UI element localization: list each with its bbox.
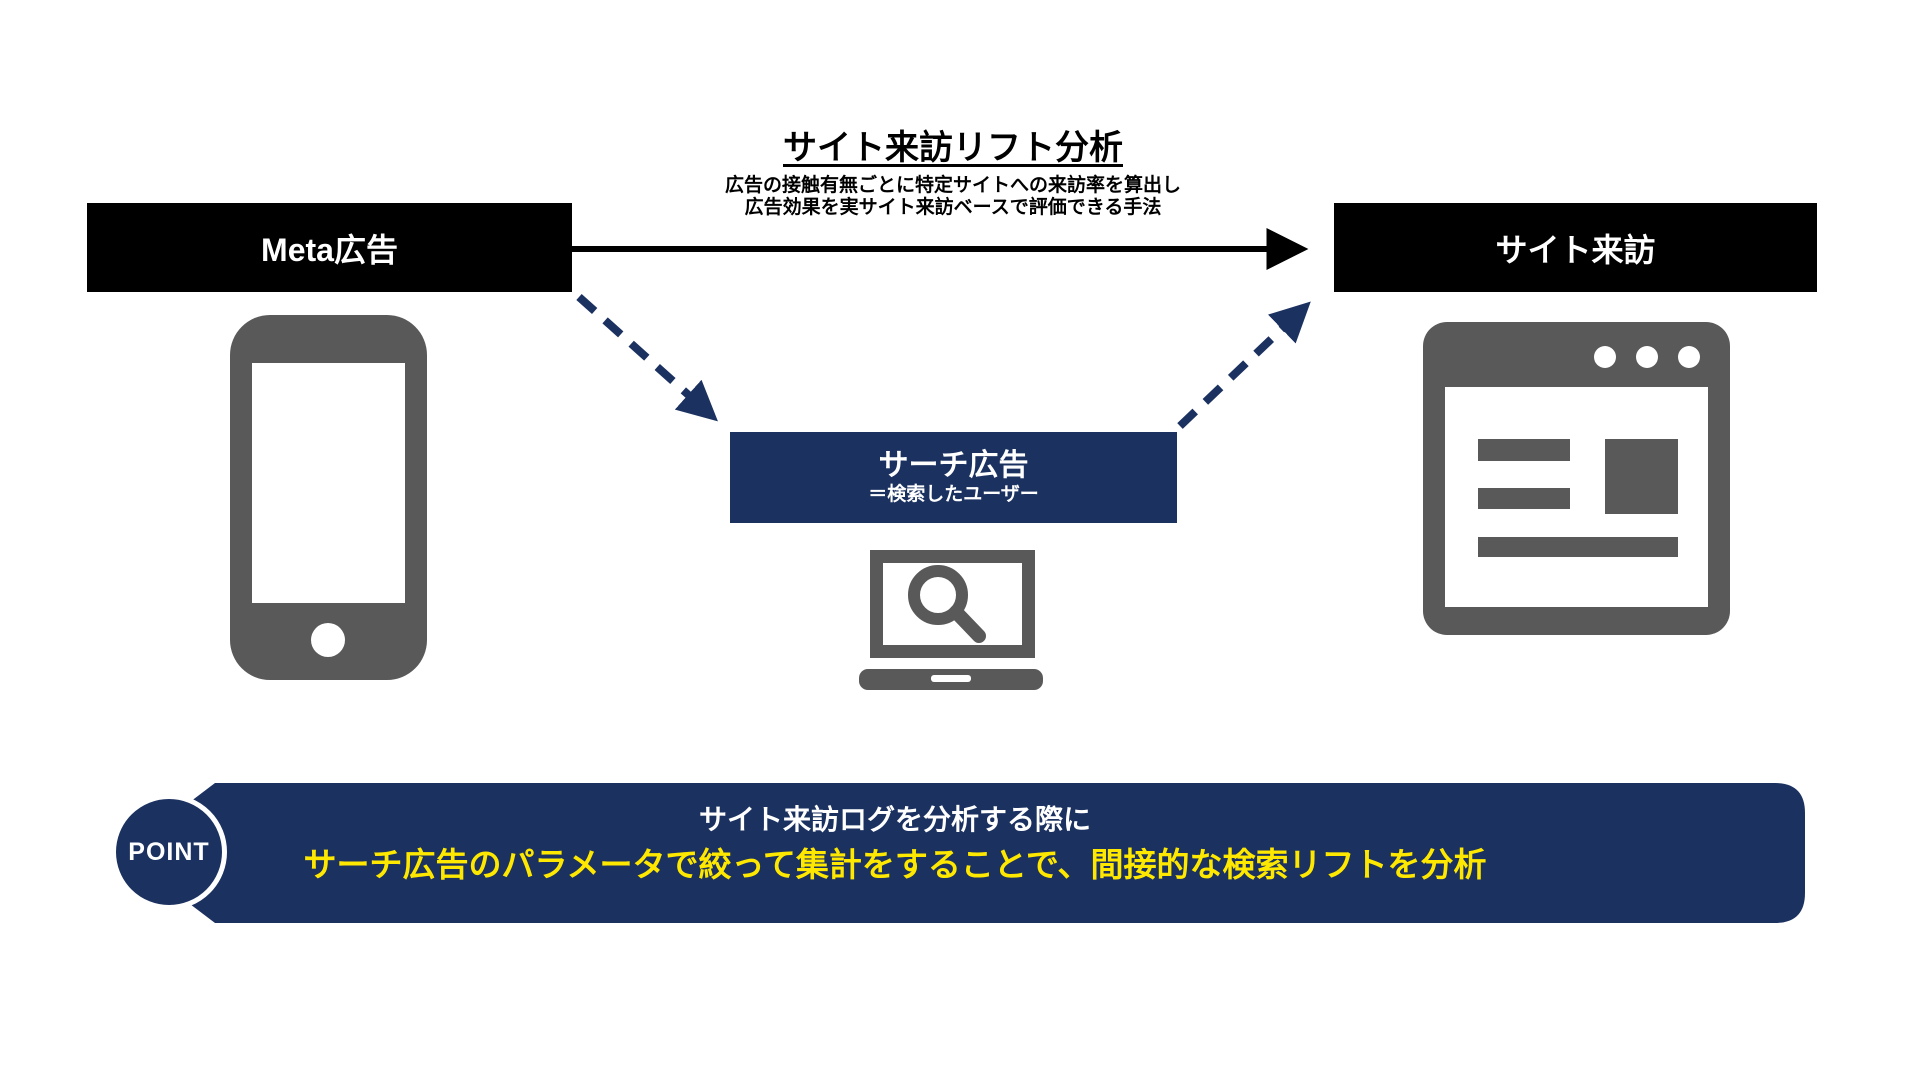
browser-window-icon [1423,322,1730,635]
analysis-header: サイト来訪リフト分析 広告の接触有無ごとに特定サイトへの来訪率を算出し 広告効果… [453,128,1453,219]
site-visit-label: サイト来訪 [1495,231,1656,268]
search-ads-sublabel: ＝検索したユーザー [868,483,1039,505]
point-badge: POINT [111,794,227,910]
magnifier-handle [949,605,986,643]
point-text-block: サイト来訪ログを分析する際に サーチ広告のパラメータで絞って集計をすることで、間… [240,800,1550,887]
laptop-search-icon [859,550,1043,690]
analysis-title: サイト来訪リフト分析 [783,129,1123,167]
site-visit-node: サイト来訪 [1334,203,1817,292]
meta-ads-node: Meta広告 [87,203,572,292]
search-ads-node: サーチ広告 ＝検索したユーザー [730,432,1177,523]
point-line1: サイト来訪ログを分析する際に [698,804,1091,835]
search-ads-label: サーチ広告 [878,448,1029,482]
analysis-subtitle-line2: 広告効果を実サイト来訪ベースで評価できる手法 [744,197,1162,218]
dashed-arrow-meta-to-search [576,294,718,422]
point-badge-label: POINT [128,837,210,866]
meta-ads-label: Meta広告 [261,231,398,268]
analysis-subtitle-line1: 広告の接触有無ごとに特定サイトへの来訪率を算出し [724,175,1181,196]
smartphone-icon [230,315,427,680]
point-line2: サーチ広告のパラメータで絞って集計をすることで、間接的な検索リフトを分析 [303,846,1487,883]
dashed-arrow-search-to-site [1177,301,1311,429]
